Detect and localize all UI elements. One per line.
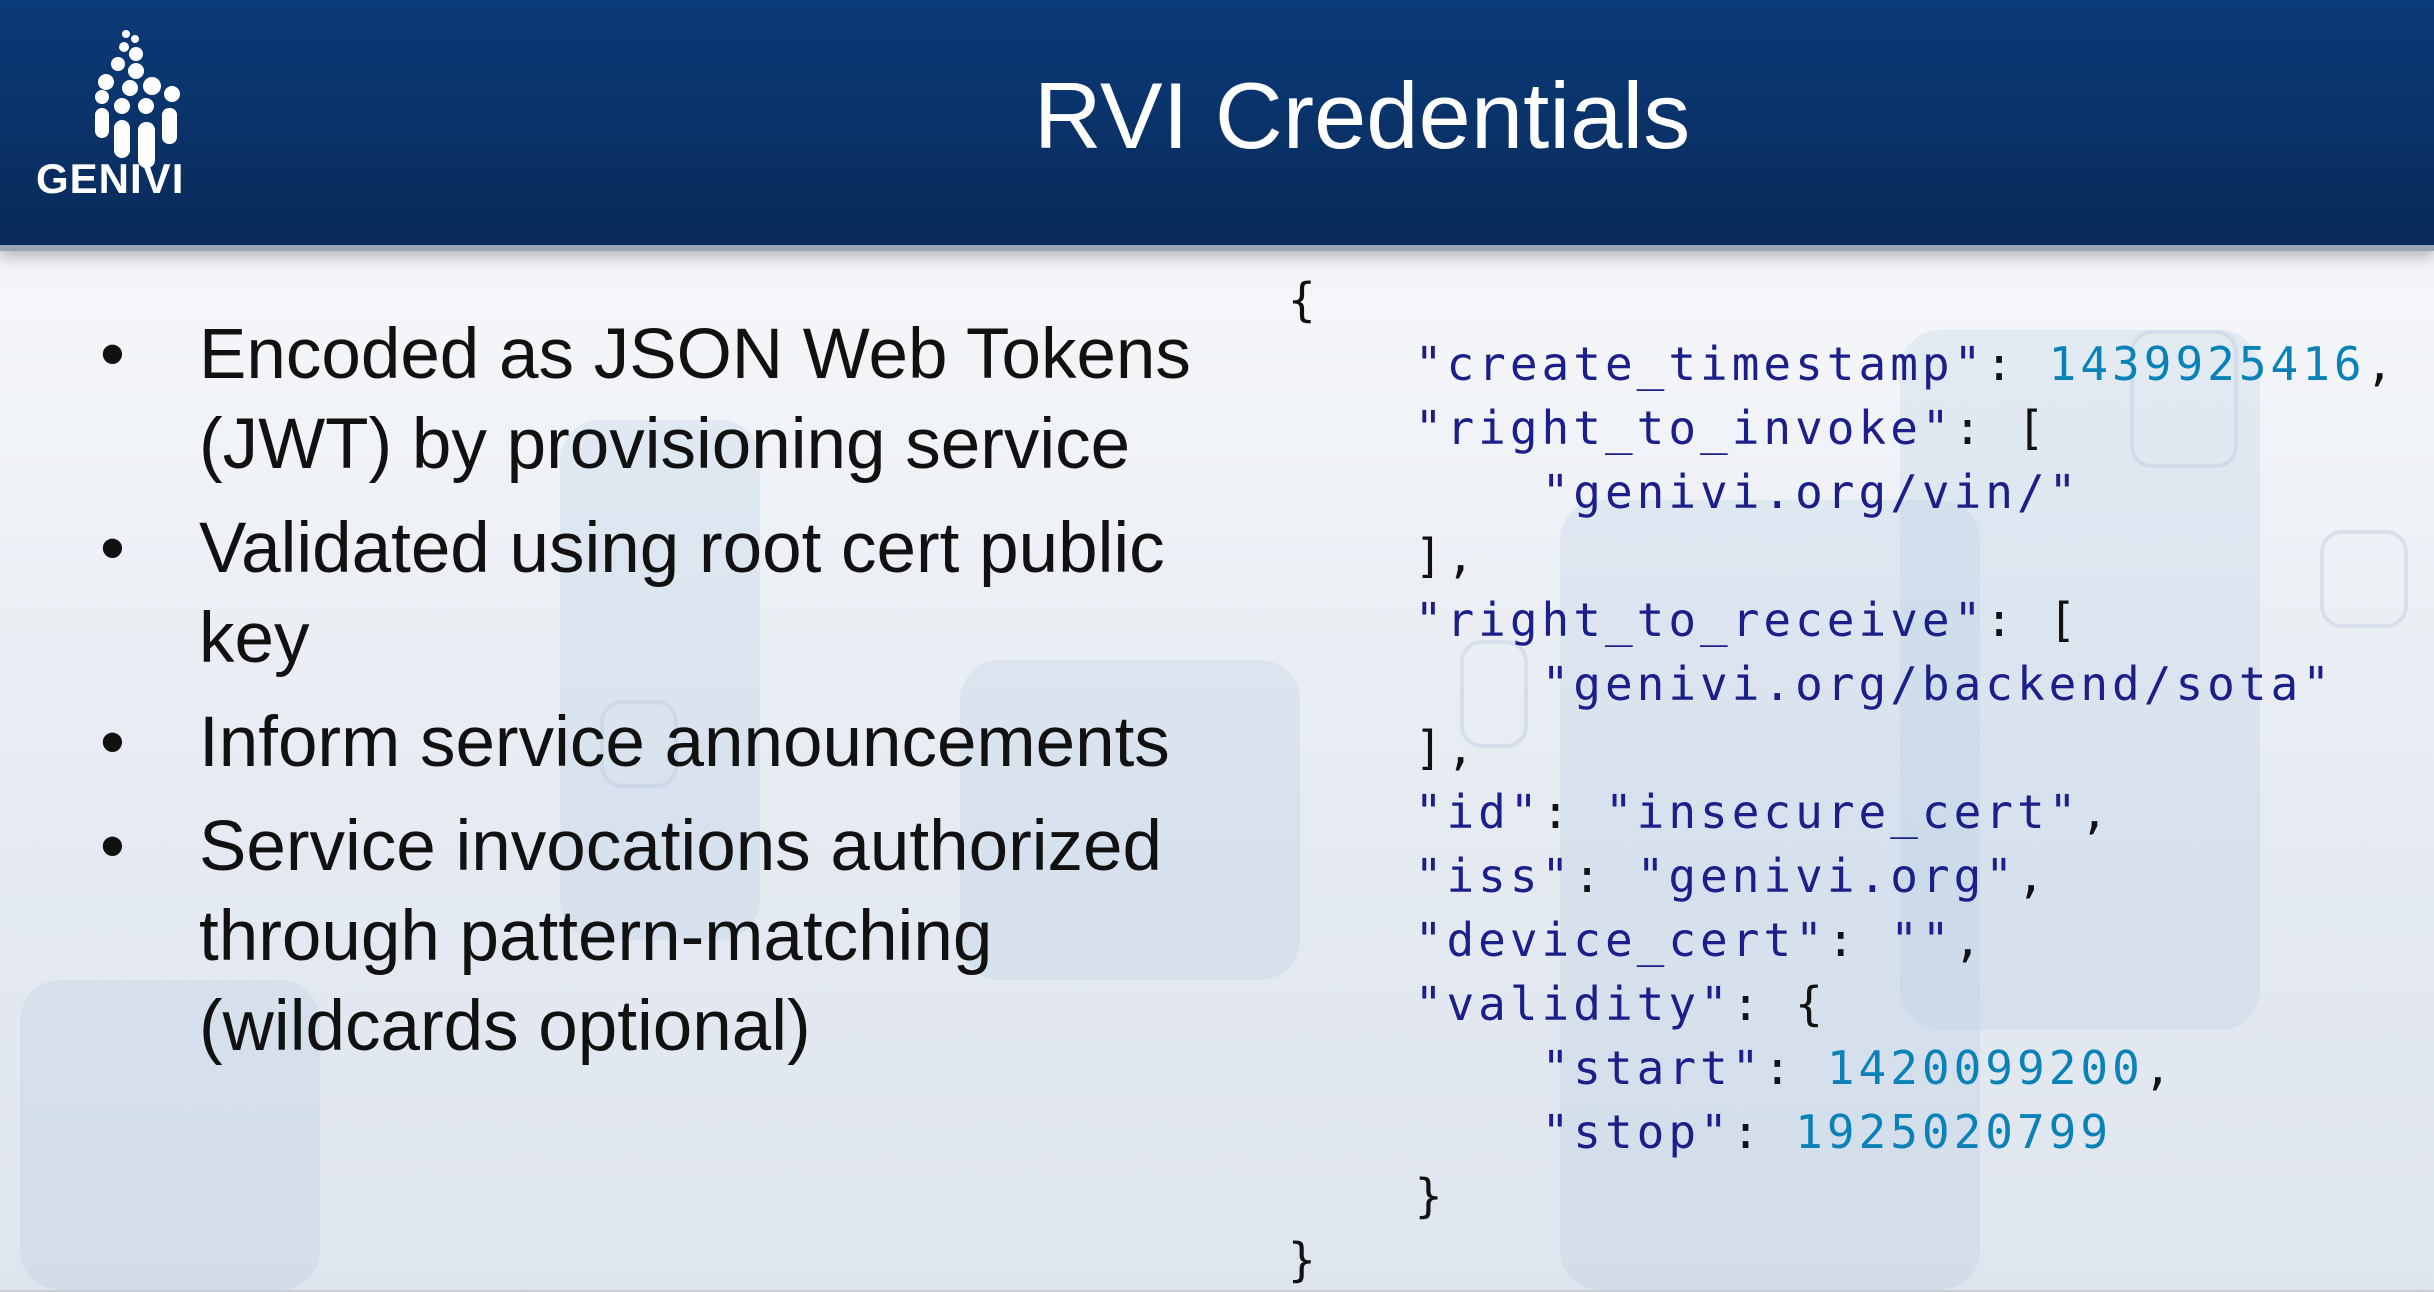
genivi-logo-icon	[95, 30, 180, 168]
background-decoration	[1900, 330, 2260, 1030]
bullet-icon: •	[100, 315, 125, 394]
json-key: "create_timestamp"	[1414, 337, 1986, 391]
json-number: 1420099200	[1826, 1041, 2144, 1095]
bullet-icon: •	[100, 807, 125, 886]
json-string: "genivi.org/backend/sota"	[1541, 657, 2334, 711]
json-key: "id"	[1414, 785, 1542, 839]
json-key: "right_to_invoke"	[1414, 401, 1954, 455]
bullet-icon: •	[100, 509, 125, 588]
bullet-item: • Encoded as JSON Web Tokens (JWT) by pro…	[100, 310, 1230, 490]
background-decoration	[560, 420, 760, 940]
bullet-text: Inform service announcements	[199, 703, 1170, 782]
json-key: "validity"	[1414, 977, 1732, 1031]
bullet-item: • Validated using root cert public key	[100, 504, 1230, 684]
json-key: "start"	[1541, 1041, 1764, 1095]
slide-header: GENIVI RVI Credentials	[0, 0, 2434, 251]
bullet-item: • Service invocations authorized through …	[100, 802, 1230, 1072]
json-string: "genivi.org"	[1636, 849, 2017, 903]
bullet-text: Validated using root cert public key	[199, 509, 1165, 678]
background-decoration	[600, 700, 678, 788]
json-string: "insecure_cert"	[1604, 785, 2081, 839]
slide-title: RVI Credentials	[1033, 63, 1691, 168]
background-decoration	[20, 980, 320, 1290]
json-string: "genivi.org/vin/"	[1541, 465, 2081, 519]
bullet-text: Service invocations authorized through p…	[199, 807, 1162, 1066]
json-code-block: { "create_timestamp": 1439925416, "right…	[1288, 273, 2398, 1287]
json-number: 1925020799	[1795, 1105, 2113, 1159]
logo-text: GENIVI	[36, 155, 185, 202]
bullet-list: • Encoded as JSON Web Tokens (JWT) by pro…	[100, 310, 1230, 1086]
json-key: "stop"	[1541, 1105, 1732, 1159]
background-decoration	[2130, 330, 2238, 468]
background-decoration	[2320, 530, 2408, 628]
json-key: "right_to_receive"	[1414, 593, 1986, 647]
background-decoration	[960, 660, 1300, 980]
json-key: "device_cert"	[1414, 913, 1827, 967]
json-string: ""	[1890, 913, 1954, 967]
background-decoration	[1460, 640, 1528, 748]
bullet-item: • Inform service announcements	[100, 698, 1230, 788]
json-number: 1439925416	[2048, 337, 2366, 391]
background-decoration	[1560, 500, 1980, 1290]
bullet-icon: •	[100, 703, 125, 782]
json-key: "iss"	[1414, 849, 1574, 903]
bullet-text: Encoded as JSON Web Tokens (JWT) by prov…	[199, 315, 1191, 484]
